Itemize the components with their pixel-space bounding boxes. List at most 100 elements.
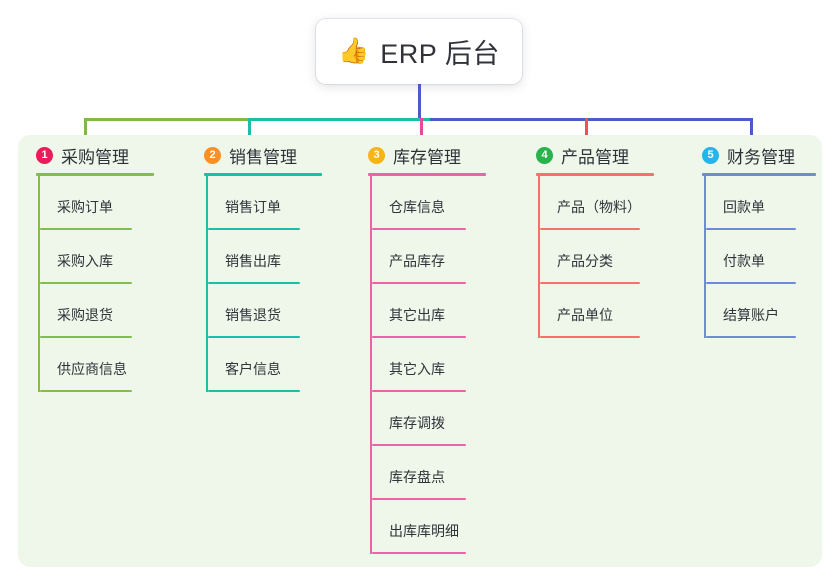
- leaf-node-rule: [40, 228, 132, 230]
- branch-title: 销售管理: [229, 147, 297, 167]
- branch-body: 回款单付款单结算账户: [702, 176, 839, 338]
- leaf-node-rule: [372, 336, 466, 338]
- leaf-node[interactable]: 产品分类: [538, 230, 688, 284]
- branch-header-采购管理[interactable]: 1 采购管理: [28, 141, 188, 169]
- leaf-node[interactable]: 产品（物料）: [538, 176, 688, 230]
- branch-column-5: 5 财务管理回款单付款单结算账户: [694, 141, 839, 338]
- branch-column-3: 3 库存管理仓库信息产品库存其它出库其它入库库存调拨库存盘点出库库明细: [360, 141, 520, 554]
- leaf-node[interactable]: 付款单: [704, 230, 839, 284]
- leaf-node[interactable]: 采购入库: [38, 230, 188, 284]
- leaf-node-rule: [40, 390, 132, 392]
- connector-drop-1: [84, 118, 87, 147]
- branch-title: 采购管理: [61, 147, 129, 167]
- branch-spine: [206, 176, 208, 392]
- connector-bar-segment-2: [248, 118, 430, 121]
- leaf-node[interactable]: 其它出库: [370, 284, 520, 338]
- leaf-node-label: 库存调拨: [389, 415, 445, 431]
- leaf-node[interactable]: 采购订单: [38, 176, 188, 230]
- root-node-content: 👍 ERP 后台: [338, 32, 500, 71]
- leaf-node-label: 销售订单: [225, 199, 281, 215]
- branch-header-rule: [536, 173, 654, 176]
- leaf-node-rule: [706, 228, 796, 230]
- leaf-node-rule: [706, 336, 796, 338]
- leaf-node-label: 回款单: [723, 199, 765, 215]
- connector-drop-4: [585, 118, 588, 147]
- branch-title: 产品管理: [561, 147, 629, 167]
- leaf-node-rule: [208, 228, 300, 230]
- leaf-node[interactable]: 产品库存: [370, 230, 520, 284]
- leaf-node[interactable]: 库存盘点: [370, 446, 520, 500]
- branch-header-rule: [368, 173, 486, 176]
- branch-body: 采购订单采购入库采购退货供应商信息: [36, 176, 188, 392]
- leaf-node-label: 供应商信息: [57, 361, 127, 377]
- leaf-node[interactable]: 销售出库: [206, 230, 356, 284]
- branch-header-rule: [36, 173, 154, 176]
- leaf-node-label: 产品分类: [557, 253, 613, 269]
- connector-bar-segment-3: [430, 118, 750, 121]
- branch-index-badge: 5: [702, 146, 719, 164]
- leaf-node[interactable]: 仓库信息: [370, 176, 520, 230]
- leaf-node-rule: [208, 336, 300, 338]
- leaf-node-label: 付款单: [723, 253, 765, 269]
- branch-index-badge: 3: [368, 146, 385, 164]
- branch-body: 销售订单销售出库销售退货客户信息: [204, 176, 356, 392]
- leaf-node-label: 其它入库: [389, 361, 445, 377]
- leaf-node-rule: [40, 336, 132, 338]
- leaf-node-label: 采购订单: [57, 199, 113, 215]
- leaf-node[interactable]: 库存调拨: [370, 392, 520, 446]
- leaf-node-rule: [372, 444, 466, 446]
- leaf-node-label: 库存盘点: [389, 469, 445, 485]
- leaf-node[interactable]: 销售退货: [206, 284, 356, 338]
- branch-header-财务管理[interactable]: 5 财务管理: [694, 141, 839, 169]
- branch-column-1: 1 采购管理采购订单采购入库采购退货供应商信息: [28, 141, 188, 392]
- branch-header-rule: [702, 173, 816, 176]
- leaf-node-label: 结算账户: [723, 307, 779, 323]
- leaf-node-rule: [372, 552, 466, 554]
- branch-body: 产品（物料） 产品分类产品单位: [536, 176, 688, 338]
- leaf-node[interactable]: 销售订单: [206, 176, 356, 230]
- leaf-node[interactable]: 采购退货: [38, 284, 188, 338]
- branch-title: 库存管理: [393, 147, 461, 167]
- connector-drop-3: [420, 118, 423, 147]
- connector-drop-2: [248, 118, 251, 147]
- leaf-node-rule: [706, 282, 796, 284]
- branch-spine: [370, 176, 372, 554]
- branch-spine: [704, 176, 706, 338]
- leaf-node-label: 采购入库: [57, 253, 113, 269]
- thumbs-up-icon: 👍: [338, 37, 370, 65]
- branch-body: 仓库信息产品库存其它出库其它入库库存调拨库存盘点出库库明细: [368, 176, 520, 554]
- leaf-node-label: 其它出库: [389, 307, 445, 323]
- leaf-node-rule: [540, 282, 640, 284]
- leaf-node-label: 客户信息: [225, 361, 281, 377]
- leaf-node-label: 产品库存: [389, 253, 445, 269]
- leaf-node[interactable]: 出库库明细: [370, 500, 520, 554]
- leaf-node[interactable]: 结算账户: [704, 284, 839, 338]
- leaf-node-rule: [372, 390, 466, 392]
- leaf-node-rule: [208, 390, 300, 392]
- leaf-node-label: 出库库明细: [389, 523, 459, 539]
- root-node[interactable]: 👍 ERP 后台: [316, 19, 522, 84]
- branch-title: 财务管理: [727, 147, 795, 167]
- branches-panel: [18, 135, 822, 567]
- connector-drop-5: [750, 118, 753, 147]
- leaf-node-rule: [372, 498, 466, 500]
- leaf-node-rule: [540, 228, 640, 230]
- leaf-node[interactable]: 回款单: [704, 176, 839, 230]
- root-node-title: ERP 后台: [380, 39, 500, 69]
- branch-header-库存管理[interactable]: 3 库存管理: [360, 141, 520, 169]
- leaf-node[interactable]: 供应商信息: [38, 338, 188, 392]
- branch-index-badge: 1: [36, 146, 53, 164]
- leaf-node[interactable]: 产品单位: [538, 284, 688, 338]
- leaf-node[interactable]: 客户信息: [206, 338, 356, 392]
- leaf-node[interactable]: 其它入库: [370, 338, 520, 392]
- leaf-node-label: 产品（物料）: [557, 199, 641, 215]
- leaf-node-rule: [208, 282, 300, 284]
- leaf-node-rule: [372, 282, 466, 284]
- leaf-node-label: 仓库信息: [389, 199, 445, 215]
- leaf-node-rule: [40, 282, 132, 284]
- connector-bar-segment-1: [84, 118, 248, 121]
- branch-spine: [38, 176, 40, 392]
